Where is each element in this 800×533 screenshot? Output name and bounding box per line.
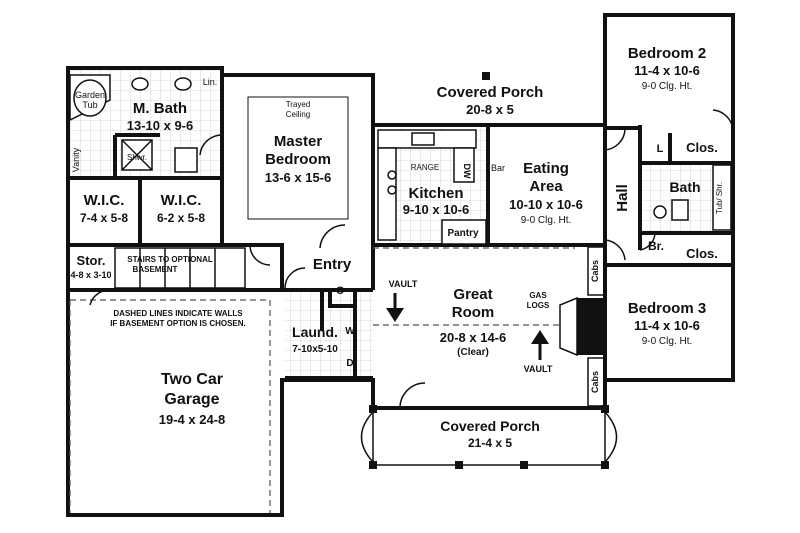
wic2-name: W.I.C. (161, 192, 202, 209)
linen-l-label: L (657, 143, 664, 155)
vault-label-right: VAULT (524, 364, 553, 374)
bottom-porch (360, 405, 618, 469)
garden-tub-label-1: Garden (75, 90, 105, 100)
kitchen-dim: 9-10 x 10-6 (403, 202, 470, 217)
garage-name-1: Two Car (161, 371, 223, 388)
bath-name: Bath (669, 179, 700, 195)
basement-dashed-lines (69, 247, 575, 513)
wic2-dim: 6-2 x 5-8 (157, 211, 205, 225)
storage-dim: 4-8 x 3-10 (70, 270, 111, 280)
eating-name-1: Eating (523, 160, 569, 177)
bar-label: Bar (491, 163, 505, 173)
mbath-name: M. Bath (133, 100, 187, 117)
stairs (114, 247, 246, 289)
porch-bottom-dim: 21-4 x 5 (468, 436, 512, 450)
fireplace (577, 298, 605, 355)
dryer-label: D (346, 358, 353, 369)
laundry-dim: 7-10x5-10 (292, 344, 338, 355)
wic1-dim: 7-4 x 5-8 (80, 211, 128, 225)
great-name-1: Great (453, 286, 492, 303)
kitchen-name: Kitchen (408, 185, 463, 202)
great-clear: (Clear) (457, 347, 489, 358)
washer-label: W (345, 326, 355, 337)
range-label: RANGE (411, 163, 439, 172)
stairs-label-1: STAIRS TO OPTIONAL (127, 255, 213, 264)
shower-label: Shwr. (127, 153, 147, 162)
bath-fixtures (69, 74, 732, 231)
eating-clg: 9-0 Clg. Ht. (521, 215, 572, 226)
cabinet-bottom (587, 357, 605, 407)
closet-label-bottom: Clos. (686, 246, 718, 261)
dw-label: DW (462, 164, 472, 179)
bedroom3-clg: 9-0 Clg. Ht. (642, 336, 693, 347)
tray-ceiling-outline (247, 96, 349, 220)
trayed-label-1: Trayed (286, 100, 311, 109)
door-swings (89, 109, 734, 409)
hearth (559, 296, 578, 357)
laundry-name: Laund. (292, 324, 338, 340)
stairs-label-2: BASEMENT (133, 265, 178, 274)
bedroom2-clg: 9-0 Clg. Ht. (642, 81, 693, 92)
kitchen-counters (377, 129, 487, 245)
cabinet-label-top: Cabs (590, 260, 600, 282)
great-name-2: Room (452, 304, 495, 321)
master-name-1: Master (274, 133, 323, 150)
vault-label-left: VAULT (389, 279, 418, 289)
entry-name: Entry (313, 256, 352, 273)
hall-label: Hall (614, 184, 631, 212)
porch-top-name: Covered Porch (437, 84, 544, 101)
garage-name-2: Garage (164, 391, 219, 408)
cabinet-label-bottom: Cabs (590, 371, 600, 393)
dashed-note-1: DASHED LINES INDICATE WALLS (113, 309, 243, 318)
broom-closet-label: Br. (648, 239, 664, 253)
pantry-label: Pantry (447, 228, 479, 239)
dashed-note-2: IF BASEMENT OPTION IS CHOSEN. (110, 319, 246, 328)
porch-post (482, 72, 490, 80)
eating-name-2: Area (529, 178, 563, 195)
cabinet-top (587, 246, 605, 296)
gas-logs-label-2: LOGS (527, 301, 550, 310)
wic1-name: W.I.C. (84, 192, 125, 209)
great-dim: 20-8 x 14-6 (440, 330, 507, 345)
bedroom3-name: Bedroom 3 (628, 300, 706, 317)
master-name-2: Bedroom (265, 151, 331, 168)
garage-dim: 19-4 x 24-8 (159, 412, 226, 427)
bedroom3-dim: 11-4 x 10-6 (634, 318, 700, 333)
vault-arrows (386, 293, 549, 360)
eating-dim: 10-10 x 10-6 (509, 197, 583, 212)
exterior-wall (66, 13, 735, 517)
porch-top-dim: 20-8 x 5 (466, 102, 514, 117)
bedroom2-name: Bedroom 2 (628, 45, 706, 62)
tub-shower-label: Tub/ Shr. (715, 182, 724, 214)
porch-bottom-name: Covered Porch (440, 418, 540, 434)
vanity-label: Vanity (71, 147, 81, 172)
master-dim: 13-6 x 15-6 (265, 170, 332, 185)
mbath-dim: 13-10 x 9-6 (127, 118, 194, 133)
bedroom2-dim: 11-4 x 10-6 (634, 63, 700, 78)
trayed-label-2: Ceiling (286, 110, 310, 119)
closet-c-label: C (336, 285, 344, 297)
closet-label-top: Clos. (686, 140, 718, 155)
gas-logs-label-1: GAS (529, 291, 547, 300)
storage-name: Stor. (77, 253, 106, 268)
linen-label: Lin. (203, 77, 218, 87)
garden-tub-label-2: Tub (82, 100, 97, 110)
